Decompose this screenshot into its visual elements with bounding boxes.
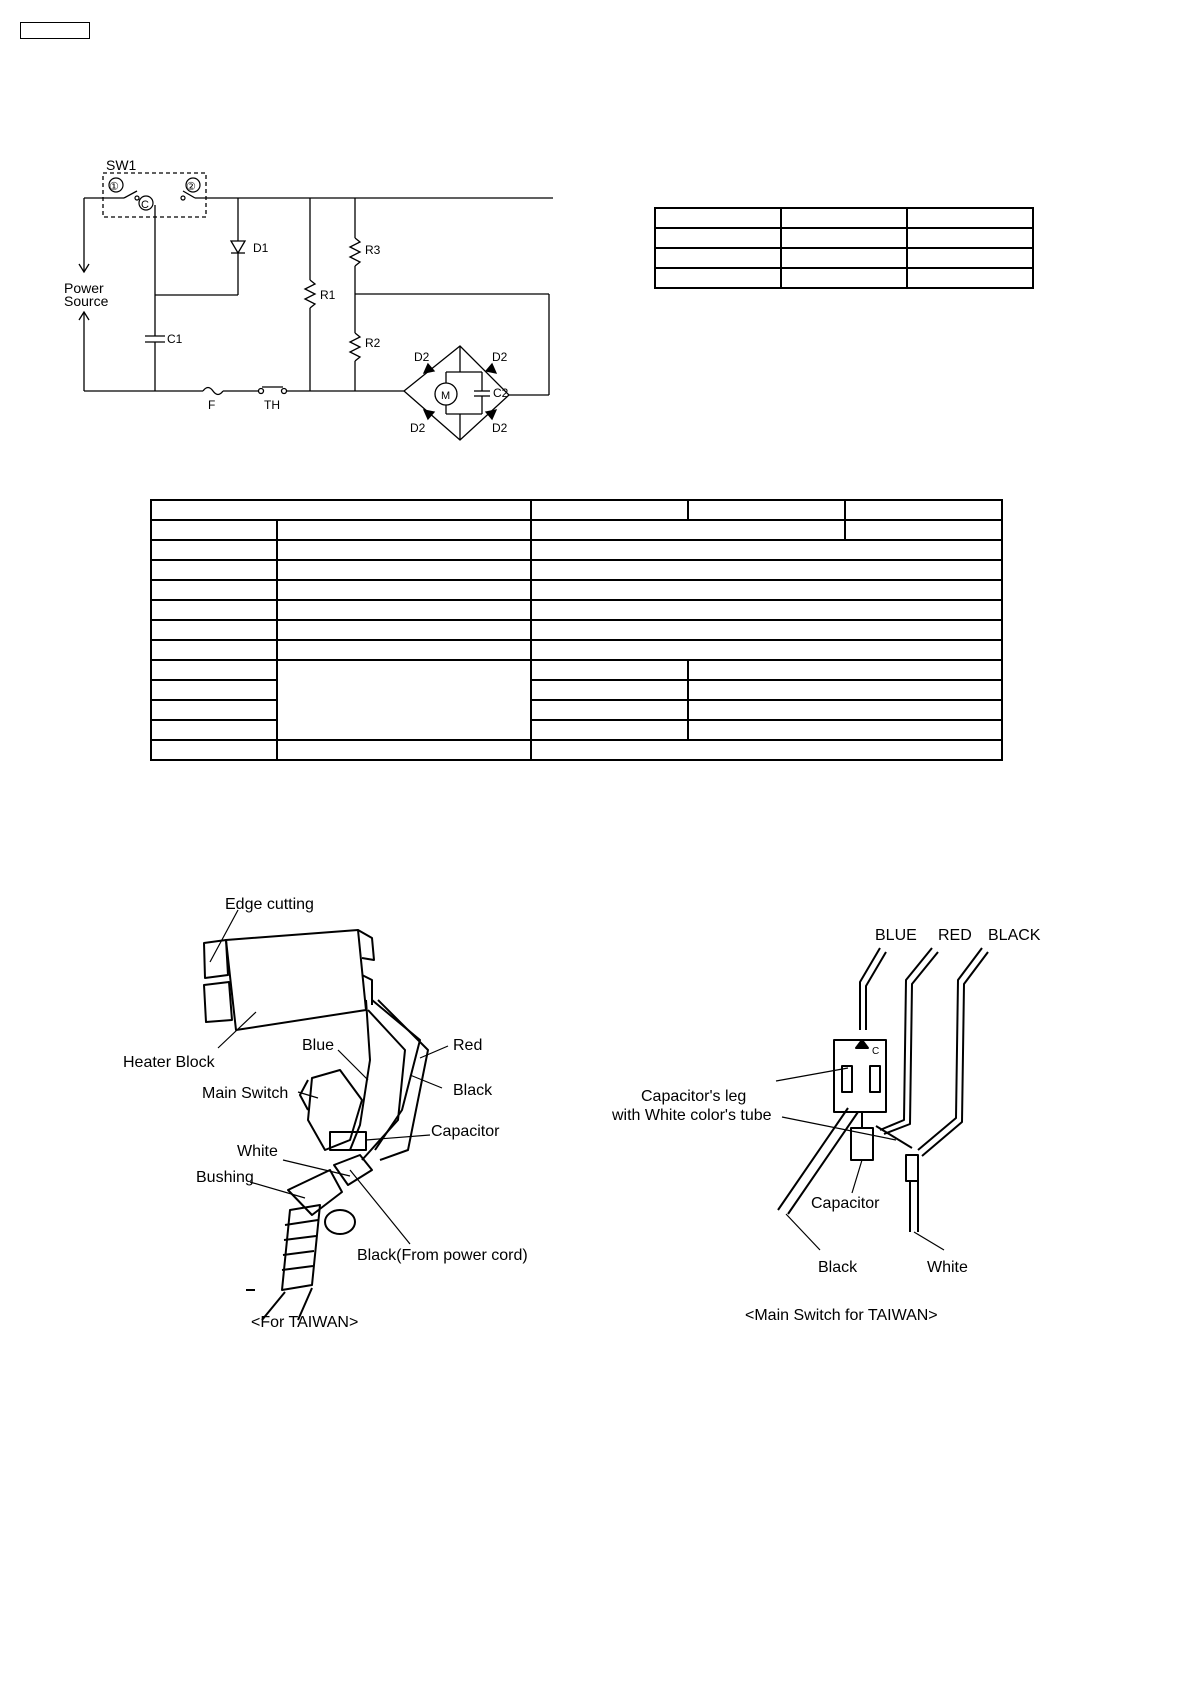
white-lead — [909, 1181, 919, 1232]
table-row — [654, 267, 1034, 289]
red-wire-label: Red — [453, 1037, 482, 1054]
table-row — [150, 599, 1003, 621]
white-lead-label: White — [927, 1259, 968, 1276]
power-source-label-2: Source — [64, 293, 109, 309]
table-row — [150, 559, 1003, 581]
power-arrow-up — [78, 310, 90, 321]
blue-wire — [859, 947, 881, 1030]
r3-label: R3 — [365, 243, 381, 257]
capacitor-label: Capacitor — [811, 1195, 880, 1212]
heater-block-label: Heater Block — [123, 1054, 216, 1071]
header-label-box — [20, 22, 90, 39]
table-row — [150, 659, 1003, 741]
thermostat-contact-a — [257, 387, 265, 395]
table-row — [150, 739, 1003, 761]
table-row — [150, 619, 1003, 641]
d2-label-bottom-left: D2 — [410, 421, 426, 435]
table-row — [150, 639, 1003, 661]
thermostat-contact-b — [280, 387, 288, 395]
power-cord — [261, 1287, 313, 1321]
r2-resistor — [348, 332, 362, 362]
switch-label: SW1 — [106, 157, 137, 173]
white-wire-label: White — [237, 1143, 278, 1160]
table-row — [150, 719, 1003, 741]
black-lead-label: Black — [818, 1259, 858, 1276]
black-wire-label: BLACK — [988, 927, 1041, 944]
switch-body — [833, 1039, 887, 1113]
r1-label: R1 — [320, 288, 336, 302]
switch-c-mark: C — [872, 1046, 879, 1057]
r1-resistor — [303, 279, 317, 309]
motor-label: M — [441, 390, 450, 402]
d1-diode — [229, 240, 247, 255]
d2-diode-top-right — [484, 362, 498, 374]
red-wire-label: RED — [938, 927, 972, 944]
terminal-2-label: ② — [186, 181, 196, 193]
c2-label: C2 — [493, 386, 509, 400]
d2-label-top-right: D2 — [492, 350, 508, 364]
black-lead — [777, 1107, 859, 1215]
table-row — [654, 207, 1034, 229]
power-source-label-1: Power — [64, 280, 104, 296]
table-row — [150, 539, 1003, 561]
d2-label-top-left: D2 — [414, 350, 430, 364]
table-row — [150, 499, 1003, 521]
r2-label: R2 — [365, 336, 381, 350]
blue-wire-label: BLUE — [875, 927, 917, 944]
left-figure-caption: <For TAIWAN> — [251, 1314, 358, 1331]
edge-cutting-label: Edge cutting — [225, 896, 314, 913]
blue-wire-label: Blue — [302, 1037, 334, 1054]
bridge-rectifier — [402, 345, 510, 441]
large-grid-table — [150, 499, 1003, 761]
c1-label: C1 — [167, 332, 183, 346]
black-wire — [917, 947, 983, 1151]
d2-label-bottom-right: D2 — [492, 421, 508, 435]
d2-diode-bottom-right — [484, 409, 498, 421]
terminal-c-label: C — [141, 199, 149, 211]
small-grid-table — [654, 207, 1034, 289]
d1-label: D1 — [253, 241, 269, 255]
capacitor-leg-label-1: Capacitor's leg — [641, 1088, 746, 1105]
main-switch-shape — [307, 1069, 363, 1151]
fuse-label: F — [208, 398, 215, 412]
d2-diode-bottom-left — [422, 409, 436, 421]
black-wire — [361, 1009, 406, 1161]
d2-diode-top-left — [422, 362, 436, 374]
thermostat-label: TH — [264, 398, 280, 412]
switch-terminal-c — [138, 195, 154, 211]
switch-terminal-2 — [185, 177, 201, 193]
fuse-symbol — [202, 386, 224, 396]
table-row — [654, 247, 1034, 269]
blue-wire — [349, 999, 371, 1151]
switch-terminal-1 — [108, 177, 124, 193]
capacitor-label: Capacitor — [431, 1123, 500, 1140]
table-row — [150, 519, 1003, 541]
main-switch-label: Main Switch — [202, 1085, 288, 1102]
black-wire-label: Black — [453, 1082, 493, 1099]
ring-terminal — [324, 1209, 356, 1235]
capacitor-leg-label-2: with White color's tube — [611, 1107, 772, 1124]
black-power-cord-label: Black(From power cord) — [357, 1247, 528, 1264]
red-wire — [879, 947, 933, 1131]
table-row — [150, 679, 1003, 701]
table-row — [150, 579, 1003, 601]
table-row — [150, 699, 1003, 721]
table-row — [654, 227, 1034, 249]
r3-resistor — [348, 237, 362, 267]
power-arrow-down — [78, 263, 90, 274]
capacitor-shape — [329, 1131, 367, 1151]
right-figure-caption: <Main Switch for TAIWAN> — [745, 1307, 938, 1324]
terminal-1-label: ① — [109, 181, 119, 193]
bushing-label: Bushing — [196, 1169, 254, 1186]
